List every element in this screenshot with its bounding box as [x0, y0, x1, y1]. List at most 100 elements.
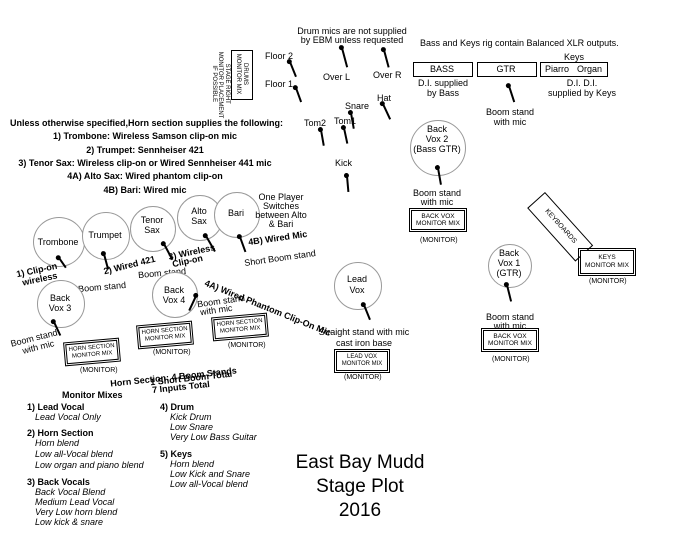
lead-monitor-tag: (MONITOR) [344, 374, 382, 381]
mix-keys-line1: Horn blend [170, 459, 215, 469]
bv1-monitor-tag: (MONITOR) [492, 356, 530, 363]
floor-1-label: Floor 1 [265, 79, 294, 89]
horn-monitor-1-tag: (MONITOR) [80, 367, 118, 374]
bv2-monitor-line2: MONITOR MIX [416, 220, 460, 227]
snare-label: Snare [345, 101, 370, 111]
gtr-boom-line2: with mic [493, 117, 527, 127]
lead-monitor-line2: MONITOR MIX [341, 361, 383, 367]
di-bass-line2: by Bass [426, 88, 459, 98]
bv2-boom-line1: Boom stand [412, 188, 462, 198]
over-l-mic [341, 47, 348, 68]
stage-right-rotated: STAGE RIGHT MONITOR PLACEMENT IF POSSIBL… [200, 52, 240, 119]
mix-lead-title: 1) Lead Vocal [27, 402, 85, 412]
hat-label: Hat [377, 93, 392, 103]
mix-backvox-line4: Low kick & snare [35, 517, 104, 527]
trombone-label: Trombone [37, 237, 79, 247]
mix-horn-line2: Low all-Vocal blend [35, 449, 113, 459]
floor-2-mic [289, 61, 297, 78]
mix-horn-title: 2) Horn Section [27, 428, 94, 438]
mix-backvox-line2: Medium Lead Vocal [35, 497, 115, 507]
horn-monitor-3-tag: (MONITOR) [228, 342, 266, 349]
over-l-label: Over L [323, 72, 351, 82]
tom2-label: Tom2 [304, 118, 327, 128]
one-player-line3: between Alto [255, 210, 307, 220]
lead-vox-circle [334, 262, 382, 310]
mix-backvox-title: 3) Back Vocals [27, 477, 90, 487]
lead-monitor-box: LEAD VOX MONITOR MIX [334, 349, 390, 373]
horn-info-item-4: 4A) Alto Sax: Wired phantom clip-on [67, 171, 223, 181]
mix-keys-line2: Low Kick and Snare [170, 469, 251, 479]
bv1-boom-line2: with mic [493, 321, 527, 331]
gtr-mic [508, 85, 515, 103]
mix-keys-line3: Low all-Vocal blend [170, 479, 248, 489]
back-vox-4-line1: Back [163, 285, 184, 295]
tom1-mic [343, 127, 348, 144]
straight-stand-line2: cast iron base [335, 338, 393, 348]
mix-drum-line1: Kick Drum [170, 412, 212, 422]
horn-info-item-1: 1) Trombone: Wireless Samson clip-on mic [53, 131, 237, 141]
floor-1-mic [295, 87, 302, 103]
back-vox-3-line1: Back [49, 293, 70, 303]
gtr-boom-line1: Boom stand [485, 107, 535, 117]
horn-monitor-box-3: HORN SECTION MONITOR MIX [211, 312, 269, 342]
back-vox-4-line2: Vox 4 [162, 295, 186, 305]
back-vox-2-line2: Vox 2 [425, 134, 449, 144]
mix-horn-line3: Low organ and piano blend [35, 460, 144, 470]
back-vox-1-line3: (GTR) [496, 268, 522, 278]
keyboards-label: KEYBOARDS [543, 207, 578, 245]
keys-monitor-tag: (MONITOR) [589, 278, 627, 285]
floor-2-label: Floor 2 [265, 51, 294, 61]
lead-monitor-line1: LEAD VOX [346, 354, 377, 360]
horn-monitor-2-tag: (MONITOR) [153, 349, 191, 356]
back-vox-3-line2: Vox 3 [48, 303, 72, 313]
horn-info-item-2: 2) Trumpet: Sennheiser 421 [86, 145, 204, 155]
kick-mic [346, 175, 349, 193]
back-vox-1-circle [488, 244, 532, 288]
back-vox-3-circle [37, 280, 85, 328]
alto-sax-line1: Alto [191, 206, 207, 216]
horn-info-item-3: 3) Tenor Sax: Wireless clip-on or Wired … [18, 158, 272, 168]
tenor-sax-line1: Tenor [140, 215, 164, 225]
back-vox-1-line1: Back [498, 248, 519, 258]
drum-mic-note-line1: Drum mics are not supplied [297, 26, 407, 36]
wired-mic-4b: 4B) Wired Mic [247, 228, 308, 248]
horn-monitor-box-1: HORN SECTION MONITOR MIX [63, 337, 121, 367]
back-vox-1-line2: Vox 1 [497, 258, 521, 268]
trumpet-circle [82, 212, 130, 260]
mix-keys-title: 5) Keys [160, 449, 193, 459]
bv2-boom-line2: with mic [420, 197, 454, 207]
mix-drum-title: 4) Drum [160, 402, 195, 412]
tenor-sax-circle [130, 206, 176, 252]
keys-monitor-line1: KEYS [598, 254, 616, 261]
monitor-mixes-heading: Monitor Mixes [62, 390, 123, 400]
bass-keys-note: Bass and Keys rig contain Balanced XLR o… [420, 38, 619, 48]
bass-box-label: BASS [429, 64, 454, 74]
one-player-line2: Switches [262, 201, 299, 211]
tom1-label: Tom1 [334, 116, 357, 126]
horn-monitor-box-2: HORN SECTION MONITOR MIX [136, 320, 194, 350]
bari-circle [214, 192, 260, 238]
lead-vox-line1: Lead [346, 274, 368, 284]
bv1-monitor-line2: MONITOR MIX [488, 340, 532, 347]
kick-label: Kick [335, 158, 353, 168]
di-keys-line2: supplied by Keys [547, 88, 617, 98]
bari-mic [239, 236, 246, 253]
mix-lead-line1: Lead Vocal Only [35, 412, 101, 422]
horn-info-item-5: 4B) Bari: Wired mic [103, 185, 187, 195]
title-line3: 2016 [338, 500, 382, 521]
bv2-monitor-box: BACK VOX MONITOR MIX [409, 208, 467, 232]
over-r-label: Over R [373, 70, 402, 80]
tenor-sax-line2: Sax [144, 225, 160, 235]
keys-monitor-box: KEYS MONITOR MIX [578, 248, 636, 276]
drum-monitor-box [231, 50, 253, 100]
keys-monitor-line2: MONITOR MIX [585, 262, 629, 269]
hat-mic [382, 103, 391, 120]
mix-drum-line2: Low Snare [170, 422, 214, 432]
piano-label: Piarro [545, 64, 570, 74]
over-r-mic [383, 49, 390, 68]
di-bass-line1: D.I. supplied [417, 78, 469, 88]
drum-mic-note-line2: by EBM unless requested [300, 35, 404, 45]
short-boom-label: Short Boom stand [243, 248, 317, 268]
bari-label: Bari [227, 208, 244, 218]
mix-backvox-line3: Very Low horn blend [35, 507, 118, 517]
